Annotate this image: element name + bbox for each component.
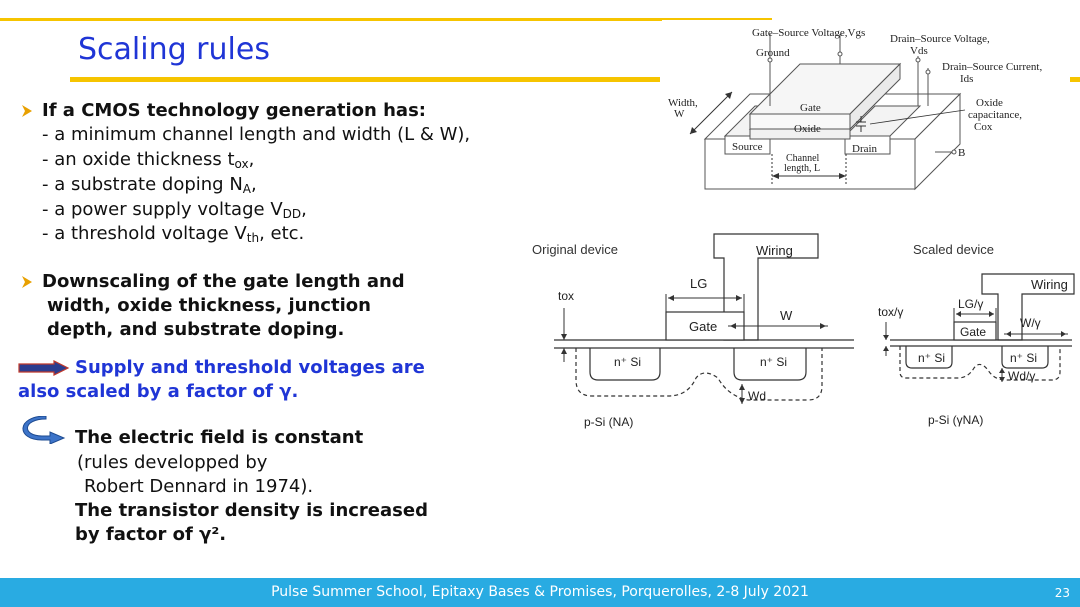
label-source: Source [732, 141, 763, 153]
bullet-1-line-3: - a substrate doping NA, [42, 174, 257, 196]
label-drain-source-current: Drain–Source Current, [942, 61, 1042, 73]
footer-text: Pulse Summer School, Epitaxy Bases & Pro… [271, 584, 809, 600]
slide-title: Scaling rules [78, 32, 270, 67]
label-scaled-device: Scaled device [913, 242, 994, 257]
curved-arrow-icon [22, 416, 66, 444]
label-w: W [674, 108, 685, 120]
label-wd-scaled: Wd/γ [1008, 369, 1035, 383]
label-original-device: Original device [532, 242, 618, 257]
top-accent-line-short [662, 18, 772, 20]
label-gate-source-voltage: Gate–Source Voltage,Vgs [752, 27, 865, 39]
label-drain-source-voltage: Drain–Source Voltage, [890, 33, 990, 45]
bullet-4-line-3: Robert Dennard in 1974). [84, 476, 314, 497]
label-n-si-source-scaled: n⁺ Si [918, 351, 945, 365]
label-p-si: p-Si (NA) [584, 415, 633, 429]
label-vds: Vds [910, 45, 928, 57]
label-channel: Channel [786, 153, 820, 164]
label-p-si-scaled: p-Si (γNA) [928, 413, 983, 427]
label-ground: Ground [756, 47, 790, 59]
label-cox: Cox [974, 121, 993, 133]
bullet-arrow-icon [22, 105, 32, 117]
bullet-1-line-1: - a minimum channel length and width (L … [42, 124, 471, 145]
label-w-scaled: W/γ [1020, 316, 1041, 330]
bullet-2-line-3: depth, and substrate doping. [47, 319, 345, 340]
label-gate-original: Gate [689, 319, 717, 334]
title-underline [70, 77, 660, 82]
label-tox: tox [558, 289, 574, 303]
page-number: 23 [1054, 586, 1070, 600]
label-ids: Ids [960, 73, 973, 85]
bullet-4-line-4: The transistor density is increased [75, 500, 428, 521]
bullet-1-line-5: - a threshold voltage Vth, etc. [42, 223, 305, 245]
label-wiring-scaled: Wiring [1031, 277, 1068, 292]
label-lg-scaled: LG/γ [958, 297, 983, 311]
label-n-si-source: n⁺ Si [614, 355, 641, 369]
bullet-4-line-5: by factor of γ². [75, 524, 227, 545]
top-accent-line [0, 18, 662, 21]
bullet-arrow-icon [22, 276, 32, 288]
label-w: W [780, 308, 793, 323]
label-wiring: Wiring [756, 243, 793, 258]
label-lg: LG [690, 276, 707, 291]
label-b: B [958, 147, 965, 159]
label-gate-scaled: Gate [960, 325, 986, 339]
bullet-1-line-2: - an oxide thickness tox, [42, 149, 255, 171]
bullet-1-line-4: - a power supply voltage VDD, [42, 199, 307, 221]
bullet-4-line-2: (rules developped by [77, 452, 268, 473]
footer-bar: Pulse Summer School, Epitaxy Bases & Pro… [0, 578, 1080, 607]
right-arrow-icon [18, 360, 70, 376]
label-tox-scaled: tox/γ [878, 305, 903, 319]
label-wd: Wd [748, 389, 766, 403]
label-capacitance: capacitance, [968, 109, 1022, 121]
label-length: length, L [784, 163, 820, 174]
bullet-1-heading: If a CMOS technology generation has: [42, 100, 426, 121]
scaling-diagram: Original device Wiring Gate LG W tox n⁺ … [532, 233, 1075, 429]
mosfet-3d-diagram: Gate–Source Voltage,Vgs Ground Drain–Sou… [660, 24, 1070, 192]
label-oxide-cap: Oxide [976, 97, 1003, 109]
bullet-3-line-2: also scaled by a factor of γ. [18, 381, 299, 402]
label-n-si-drain: n⁺ Si [760, 355, 787, 369]
label-drain: Drain [852, 143, 878, 155]
bullet-3-line-1: Supply and threshold voltages are [75, 357, 425, 378]
bullet-2-line-1: Downscaling of the gate length and [42, 271, 405, 292]
bullet-2-line-2: width, oxide thickness, junction [47, 295, 371, 316]
label-gate: Gate [800, 102, 821, 114]
label-oxide: Oxide [794, 123, 821, 135]
bullet-4-line-1: The electric field is constant [75, 427, 364, 448]
label-width: Width, [668, 97, 698, 109]
label-n-si-drain-scaled: n⁺ Si [1010, 351, 1037, 365]
